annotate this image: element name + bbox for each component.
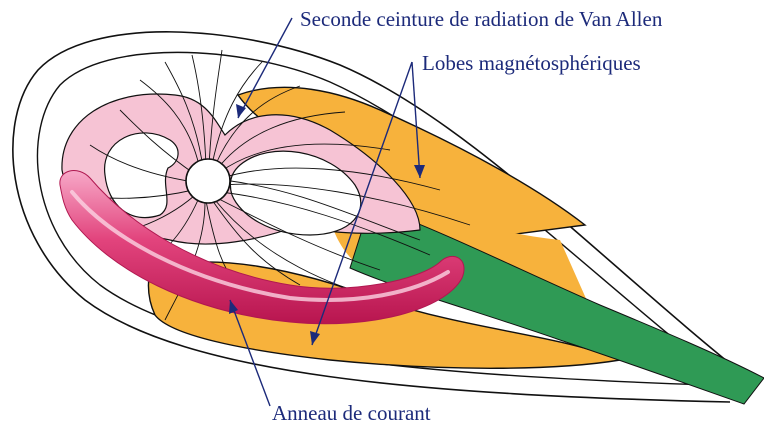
label-magnetospheric-lobes: Lobes magnétosphériques bbox=[422, 51, 641, 75]
label-ring-current: Anneau de courant bbox=[272, 401, 431, 425]
label-van-allen: Seconde ceinture de radiation de Van All… bbox=[300, 7, 663, 31]
earth bbox=[186, 159, 230, 203]
